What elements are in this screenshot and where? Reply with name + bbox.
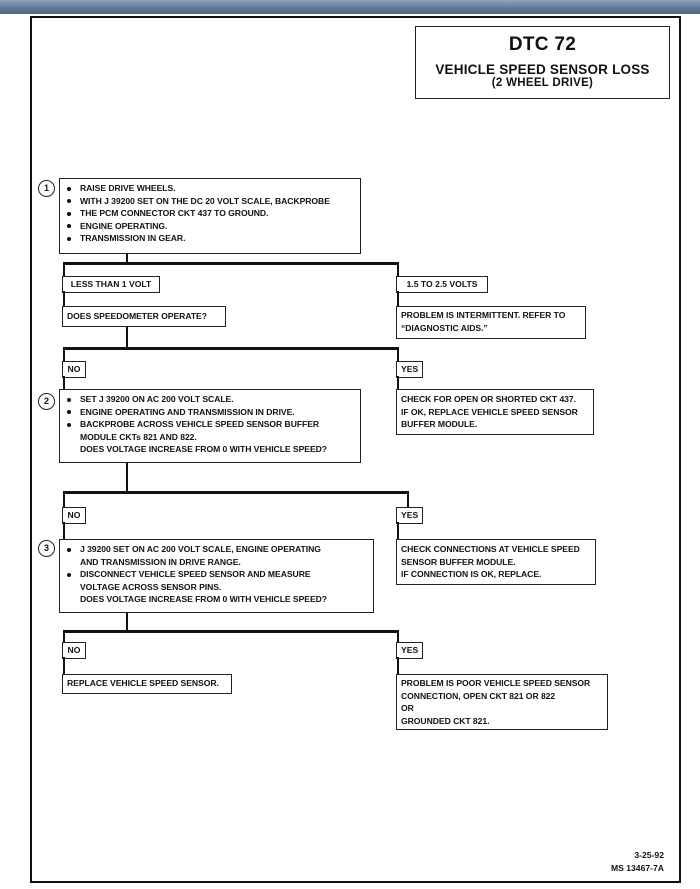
step-2-box: SET J 39200 ON AC 200 VOLT SCALE. ENGINE… [59, 389, 361, 463]
dtc-subtitle: (2 WHEEL DRIVE) [491, 77, 594, 89]
step-2-result-line: IF OK, REPLACE VEHICLE SPEED SENSOR [401, 406, 578, 417]
step-1-marker: 1 [38, 180, 55, 197]
title-box: DTC 72 VEHICLE SPEED SENSOR LOSS (2 WHEE… [415, 26, 670, 99]
connector [63, 376, 65, 389]
step-2-item: DOES VOLTAGE INCREASE FROM 0 WITH VEHICL… [80, 444, 327, 455]
step-1-item-text: THE PCM CONNECTOR CKT 437 TO GROUND. [80, 208, 269, 219]
step-1-item: TRANSMISSION IN GEAR. [66, 232, 354, 245]
step-3-result-line: CHECK CONNECTIONS AT VEHICLE SPEED [401, 544, 580, 554]
connector [63, 291, 65, 306]
replace-sensor-text: REPLACE VEHICLE SPEED SENSOR. [67, 678, 219, 688]
connector [397, 657, 399, 674]
intermittent-result-box: PROBLEM IS INTERMITTENT. REFER TO “DIAGN… [396, 306, 586, 339]
window-top-bar [0, 0, 700, 14]
footer: 3-25-92 MS 13467-7A [611, 849, 664, 875]
step-2-item: SET J 39200 ON AC 200 VOLT SCALE. [66, 393, 354, 406]
label-yes: YES [396, 642, 423, 659]
label-less-than-1-volt: LESS THAN 1 VOLT [62, 276, 160, 293]
label-1-5-to-2-5-volts: 1.5 TO 2.5 VOLTS [396, 276, 488, 293]
poor-connection-line: CONNECTION, OPEN CKT 821 OR 822 [401, 690, 556, 701]
intermittent-line-2: “DIAGNOSTIC AIDS.” [401, 322, 488, 333]
connector [397, 291, 399, 306]
step-3-result-line: IF CONNECTION IS OK, REPLACE. [401, 569, 542, 580]
connector [397, 376, 399, 389]
step-2-item: ENGINE OPERATING AND TRANSMISSION IN DRI… [66, 406, 354, 419]
replace-sensor-box: REPLACE VEHICLE SPEED SENSOR. [62, 674, 232, 694]
connector [63, 262, 65, 276]
footer-date: 3-25-92 [634, 850, 664, 860]
connector [126, 254, 128, 263]
connector [63, 347, 65, 361]
footer-ref: MS 13467-7A [610, 863, 664, 873]
connector [63, 630, 65, 642]
step-1-item: WITH J 39200 SET ON THE DC 20 VOLT SCALE… [66, 195, 354, 208]
label-no: NO [62, 642, 86, 659]
connector [397, 630, 399, 642]
step-3-item: AND TRANSMISSION IN DRIVE RANGE. [80, 556, 241, 567]
step-3-result-box: CHECK CONNECTIONS AT VEHICLE SPEED SENSO… [396, 539, 596, 585]
step-2-result-line: BUFFER MODULE. [401, 419, 478, 430]
step-2-item: MODULE CKTs 821 AND 822. [80, 431, 197, 442]
poor-connection-line: PROBLEM IS POOR VEHICLE SPEED SENSOR [401, 678, 591, 688]
step-3-item: DISCONNECT VEHICLE SPEED SENSOR AND MEAS… [66, 568, 367, 581]
step-1-box: RAISE DRIVE WHEELS. WITH J 39200 SET ON … [59, 178, 361, 254]
connector [397, 262, 399, 276]
label-yes: YES [396, 507, 423, 524]
step-1-item: THE PCM CONNECTOR CKT 437 TO GROUND. [66, 207, 354, 220]
dtc-title: VEHICLE SPEED SENSOR LOSS [435, 62, 650, 77]
step-3-item: J 39200 SET ON AC 200 VOLT SCALE, ENGINE… [66, 543, 367, 556]
step-3-marker: 3 [38, 540, 55, 557]
branch-line [63, 491, 409, 494]
connector [126, 327, 128, 349]
connector [63, 657, 65, 674]
step-3-result-line: SENSOR BUFFER MODULE. [401, 556, 516, 567]
label-yes: YES [396, 361, 423, 378]
connector [397, 347, 399, 361]
step-2-result-box: CHECK FOR OPEN OR SHORTED CKT 437. IF OK… [396, 389, 594, 435]
connector [63, 522, 65, 539]
step-2-result-line: CHECK FOR OPEN OR SHORTED CKT 437. [401, 394, 576, 404]
label-no: NO [62, 361, 86, 378]
step-2-marker: 2 [38, 393, 55, 410]
intermittent-line-1: PROBLEM IS INTERMITTENT. REFER TO [401, 310, 566, 320]
branch-line [63, 347, 399, 350]
document-frame [30, 16, 681, 883]
step-1-item: ENGINE OPERATING. [66, 220, 354, 233]
step-3-box: J 39200 SET ON AC 200 VOLT SCALE, ENGINE… [59, 539, 374, 613]
connector [63, 491, 65, 507]
branch-line [63, 630, 399, 633]
step-3-item: VOLTAGE ACROSS SENSOR PINS. [80, 581, 222, 592]
connector [126, 613, 128, 632]
speedometer-question-box: DOES SPEEDOMETER OPERATE? [62, 306, 226, 327]
step-2-item: BACKPROBE ACROSS VEHICLE SPEED SENSOR BU… [66, 418, 354, 431]
connector [126, 463, 128, 493]
poor-connection-line: GROUNDED CKT 821. [401, 715, 490, 726]
speedometer-question: DOES SPEEDOMETER OPERATE? [67, 311, 207, 321]
dtc-code: DTC 72 [508, 34, 577, 55]
branch-line [63, 262, 399, 265]
connector [397, 522, 399, 539]
poor-connection-line: OR [401, 703, 414, 714]
step-1-item: RAISE DRIVE WHEELS. [66, 182, 354, 195]
label-no: NO [62, 507, 86, 524]
connector [407, 491, 409, 507]
poor-connection-box: PROBLEM IS POOR VEHICLE SPEED SENSOR CON… [396, 674, 608, 730]
step-3-item: DOES VOLTAGE INCREASE FROM 0 WITH VEHICL… [80, 594, 327, 605]
